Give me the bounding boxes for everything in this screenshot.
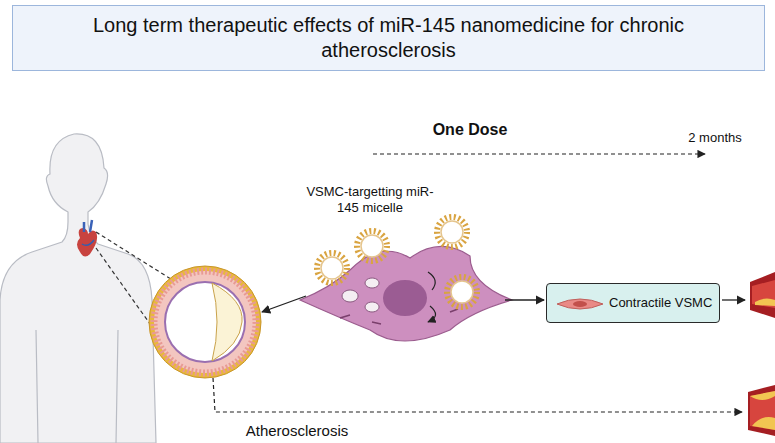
diseased-artery [748,385,775,436]
heart-icon [77,220,97,257]
title-text: Long term therapeutic effects of miR-145… [59,13,719,63]
healthy-artery [750,272,775,318]
person-figure [0,134,156,443]
contractile-cell-icon [555,294,605,314]
node-text: Contractile VSMC [609,296,712,311]
arrow [262,296,306,312]
timeline-arrow [373,153,705,154]
title-box: Long term therapeutic effects of miR-145… [12,5,765,71]
arrow [505,299,544,300]
vsmc-cell [300,246,512,341]
duration-label: 2 months [660,130,770,146]
artery-cross-section [149,266,261,378]
result-box: Contractile VSMC [546,283,720,323]
disease-label: Atherosclerosis [232,422,362,440]
micelle-label: VSMC-targetting miR-145 micelle [300,184,440,215]
timeline-arrow [213,378,742,412]
arrow [722,299,745,300]
dose-label: One Dose [415,120,525,139]
